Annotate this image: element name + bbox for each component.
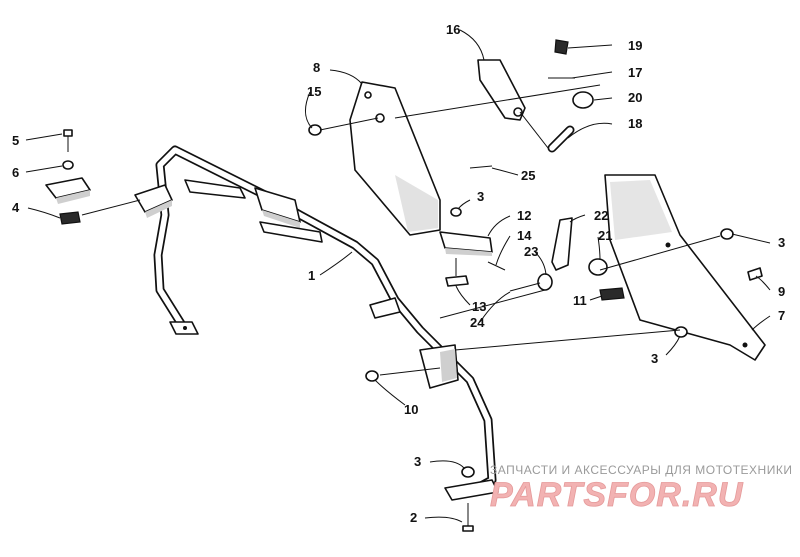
- callout-8: 8: [313, 60, 320, 75]
- callout-5: 5: [12, 133, 19, 148]
- steering-support-frame: [134, 145, 499, 501]
- callout-18: 18: [628, 116, 642, 131]
- callout-3-bottom: 3: [414, 454, 421, 469]
- callout-3-mid: 3: [477, 189, 484, 204]
- callout-2: 2: [410, 510, 417, 525]
- callout-24: 24: [470, 315, 485, 330]
- left-support-plate: [308, 81, 441, 236]
- callout-7: 7: [778, 308, 785, 323]
- watermark: ЗАПЧАСТИ И АКСЕССУАРЫ ДЛЯ МОТОТЕХНИКИ PA…: [490, 463, 792, 514]
- callout-17: 17: [628, 65, 642, 80]
- callout-16: 16: [446, 22, 460, 37]
- callout-9: 9: [778, 284, 785, 299]
- callout-12: 12: [517, 208, 531, 223]
- callout-labels: 1 2 3 3 3 3 4 5 6 7 8 9 10 11 12 13 14 1…: [12, 22, 785, 525]
- callout-6: 6: [12, 165, 19, 180]
- callout-14: 14: [517, 228, 532, 243]
- callout-19: 19: [628, 38, 642, 53]
- watermark-brand: PARTSFOR.RU: [490, 476, 744, 514]
- left-fastener-stack: [45, 129, 91, 225]
- callout-3-right-lower: 3: [651, 351, 658, 366]
- assembly-lines: [81, 84, 721, 376]
- callout-1: 1: [308, 268, 315, 283]
- callout-20: 20: [628, 90, 642, 105]
- callout-leaders: [25, 29, 771, 523]
- callout-25: 25: [521, 168, 535, 183]
- callout-10: 10: [404, 402, 418, 417]
- callout-21: 21: [598, 228, 612, 243]
- callout-22: 22: [594, 208, 608, 223]
- callout-13: 13: [472, 299, 486, 314]
- middle-linkage-parts: [365, 165, 763, 532]
- watermark-tagline: ЗАПЧАСТИ И АКСЕССУАРЫ ДЛЯ МОТОТЕХНИКИ: [490, 463, 792, 477]
- steering-arm-assembly: [477, 39, 594, 153]
- callout-3-right-upper: 3: [778, 235, 785, 250]
- callout-15: 15: [307, 84, 321, 99]
- right-support-plate: [604, 174, 766, 361]
- callout-4: 4: [12, 200, 20, 215]
- callout-23: 23: [524, 244, 538, 259]
- callout-11: 11: [573, 293, 587, 308]
